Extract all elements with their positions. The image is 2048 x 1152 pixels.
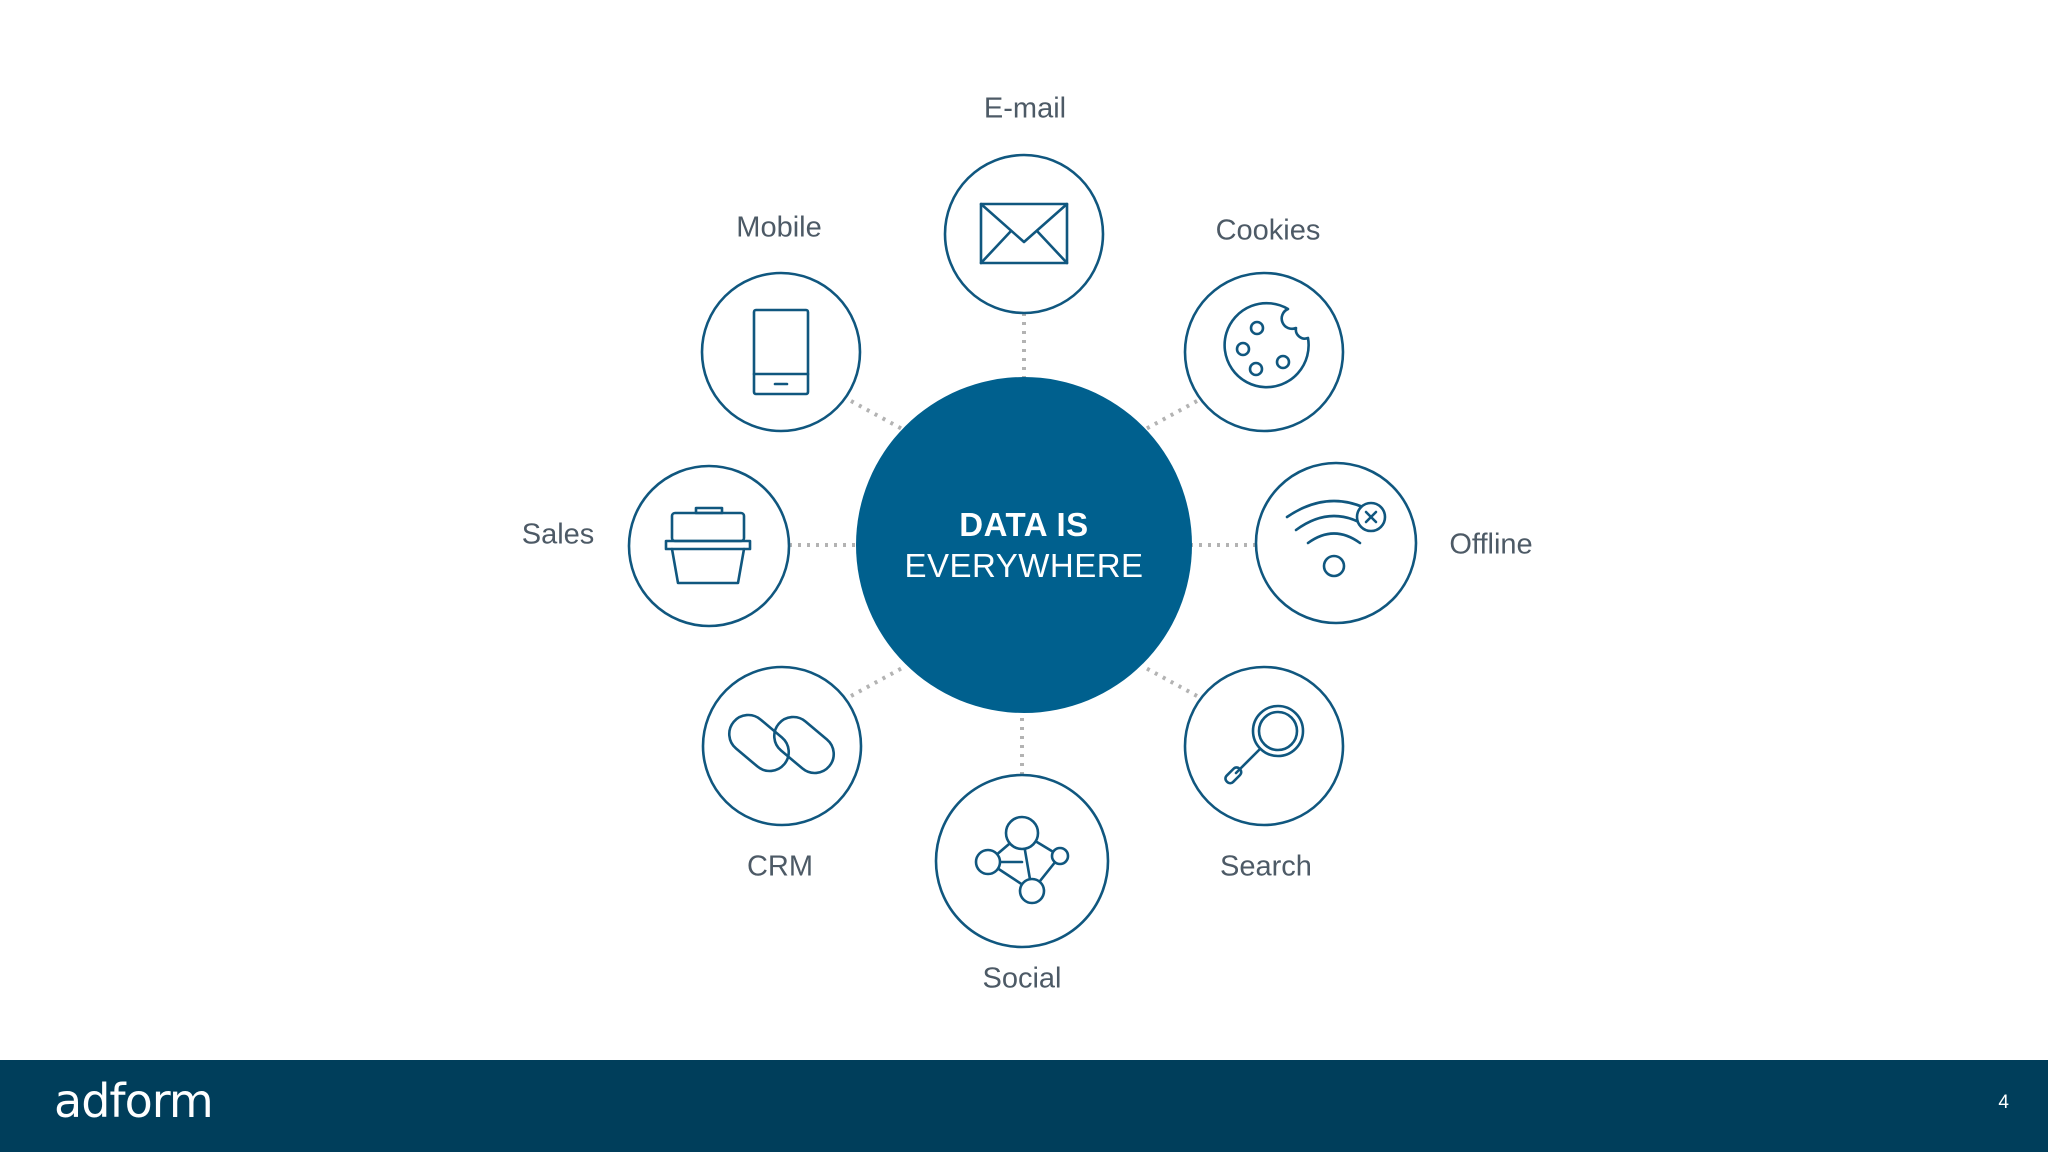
node-label-search: Search	[1220, 850, 1312, 883]
envelope-icon	[979, 202, 1069, 265]
magnifier-icon	[1224, 704, 1305, 785]
data-sources-diagram	[627, 153, 1418, 949]
node-circle-mobile	[700, 271, 862, 433]
node-circle-offline	[1254, 461, 1418, 625]
connector-crm	[850, 665, 905, 698]
node-circle-cookies	[1183, 271, 1345, 433]
adform-logo: adform	[54, 1074, 214, 1128]
node-label-crm: CRM	[746, 850, 814, 883]
linked-rings-icon	[727, 713, 836, 775]
center-circle	[856, 377, 1192, 713]
node-label-sales: Sales	[521, 518, 595, 551]
node-label-cookies: Cookies	[1215, 214, 1321, 247]
node-label-mobile: Mobile	[736, 211, 822, 244]
node-label-social: Social	[982, 962, 1062, 995]
node-label-email: E-mail	[983, 92, 1067, 125]
basket-icon	[664, 506, 752, 585]
connector-cookies	[1143, 399, 1198, 432]
connector-mobile	[850, 399, 905, 432]
connector-search	[1143, 665, 1198, 698]
network-icon	[974, 815, 1070, 905]
footer-bar: adform 4	[0, 1060, 2048, 1152]
slide: DATA IS EVERYWHERE E-mail Cookies Offlin…	[521, 92, 1533, 995]
center-title-line2: EVERYWHERE	[904, 547, 1144, 584]
smartphone-icon	[752, 308, 810, 396]
cookie-icon	[1223, 301, 1310, 389]
connectors	[789, 313, 1256, 775]
node-circle-crm	[701, 665, 863, 827]
center-title-line1: DATA IS	[959, 506, 1089, 543]
node-circle-search	[1183, 665, 1345, 827]
node-label-offline: Offline	[1449, 528, 1533, 561]
wifi-off-icon	[1285, 499, 1387, 578]
node-circle-sales	[627, 464, 791, 628]
center-title: DATA IS EVERYWHERE	[904, 504, 1143, 586]
page-number: 4	[1998, 1092, 2009, 1113]
node-circle-email	[943, 153, 1105, 315]
